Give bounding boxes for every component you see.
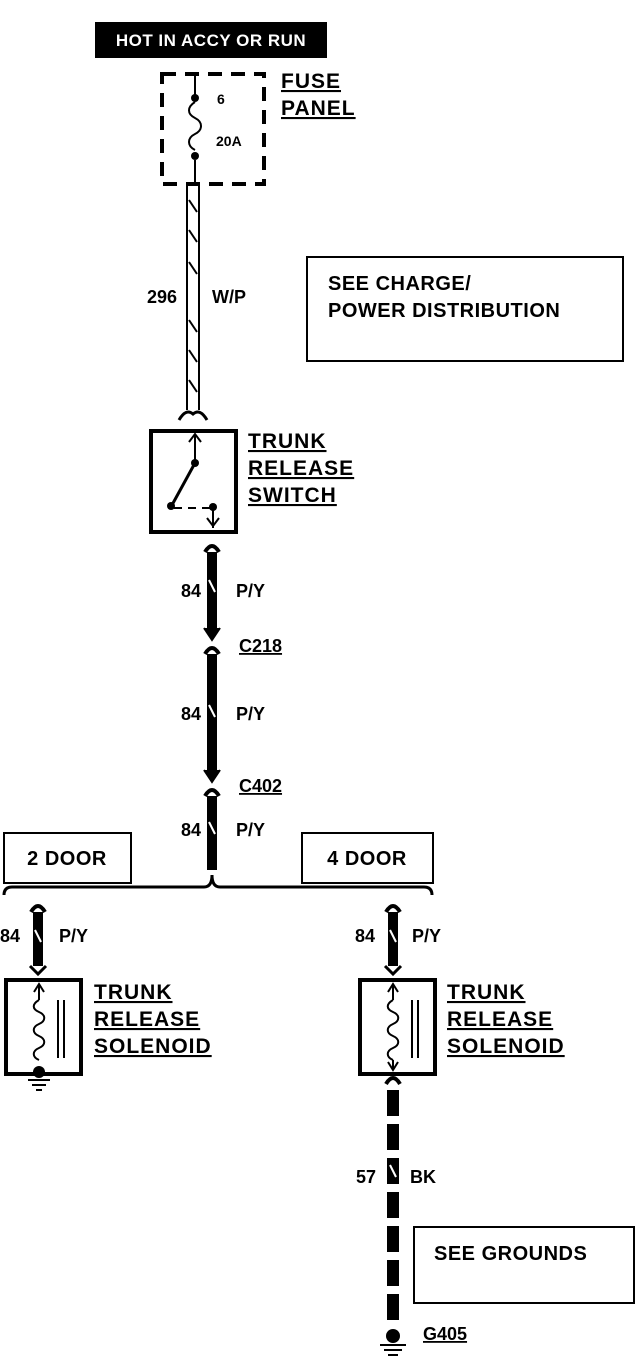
wire-84-left-color: P/Y [59, 926, 88, 946]
right-solenoid-label-1: TRUNK [447, 981, 526, 1004]
wire-296-color: W/P [212, 287, 246, 307]
wire-84-right-circuit: 84 [355, 926, 375, 946]
wire-84-left [28, 904, 48, 977]
wire-296-circuit: 296 [147, 287, 177, 307]
left-solenoid-label-1: TRUNK [94, 981, 173, 1004]
four-door-label: 4 DOOR [327, 848, 407, 870]
option-split-bus [2, 874, 434, 896]
right-solenoid-label-3: SOLENOID [447, 1035, 565, 1058]
left-solenoid-label-2: RELEASE [94, 1008, 200, 1031]
wire-84-right-color: P/Y [412, 926, 441, 946]
power-banner-text: HOT IN ACCY OR RUN [116, 31, 306, 50]
wire-296 [177, 184, 209, 421]
wire-84-circuit-2: 84 [181, 704, 201, 724]
four-door-box: 4 DOOR [301, 832, 434, 884]
switch-label-2: RELEASE [248, 457, 354, 480]
switch-label-1: TRUNK [248, 430, 327, 453]
wire-84-main [203, 544, 221, 870]
connector-c218: C218 [239, 636, 282, 656]
wire-84-color-2: P/Y [236, 704, 265, 724]
switch-label-3: SWITCH [248, 484, 337, 507]
grounds-ref-box: SEE GROUNDS [413, 1226, 635, 1304]
wire-84-left-circuit: 84 [0, 926, 20, 946]
grounds-ref-text: SEE GROUNDS [434, 1243, 587, 1265]
ground-point-g405: G405 [423, 1324, 467, 1344]
two-door-box: 2 DOOR [3, 832, 132, 884]
connector-c402: C402 [239, 776, 282, 796]
two-door-label: 2 DOOR [27, 848, 107, 870]
left-solenoid-label-3: SOLENOID [94, 1035, 212, 1058]
fuse-rating: 20A [216, 133, 242, 149]
charge-ref-line-1: SEE CHARGE/ [328, 273, 471, 295]
fuse-panel-label-2: PANEL [281, 97, 356, 120]
right-solenoid-label-2: RELEASE [447, 1008, 553, 1031]
charge-ref-box: SEE CHARGE/ POWER DISTRIBUTION [306, 256, 624, 362]
wire-84-circuit-1: 84 [181, 581, 201, 601]
wire-84-circuit-3: 84 [181, 820, 201, 840]
wire-84-color-3: P/Y [236, 820, 265, 840]
wire-57-color: BK [410, 1167, 436, 1187]
trunk-release-switch [149, 429, 238, 534]
wire-57-circuit: 57 [356, 1167, 376, 1187]
left-trunk-release-solenoid [4, 978, 83, 1091]
fuse-panel-label-1: FUSE [281, 70, 341, 93]
wire-84-right [383, 904, 403, 977]
right-trunk-release-solenoid [358, 978, 437, 1076]
charge-ref-line-2: POWER DISTRIBUTION [328, 300, 560, 322]
power-banner: HOT IN ACCY OR RUN [95, 22, 327, 58]
fuse-number: 6 [217, 91, 225, 107]
wire-57-ground [380, 1076, 406, 1356]
wire-84-color-1: P/Y [236, 581, 265, 601]
fuse-panel: 6 20A [160, 72, 266, 186]
